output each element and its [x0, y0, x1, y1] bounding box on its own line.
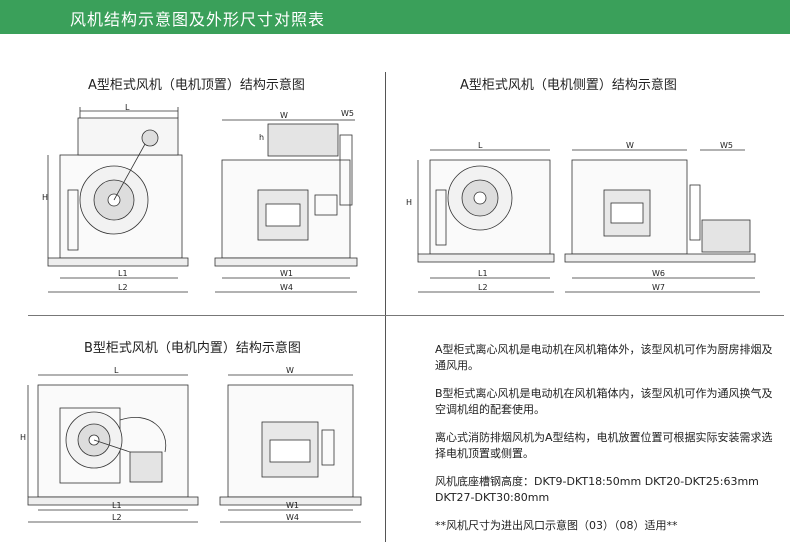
dim-W7-a-side: W7: [652, 283, 665, 292]
a-side-front-view: [564, 159, 756, 263]
note-b-type: B型柜式离心风机是电动机在风机箱体内，该型风机可作为通风换气及空调机组的配套使用…: [435, 387, 773, 416]
dim-W-a-side: W: [626, 141, 634, 150]
section-title-a-side: A型柜式风机（电机侧置）结构示意图: [460, 78, 677, 93]
dim-L-b-inner: L: [114, 366, 119, 375]
dim-L-a-top: L: [125, 103, 130, 112]
vertical-divider: [385, 72, 386, 542]
dim-H-a-top: H: [42, 193, 48, 202]
note-a-type: A型柜式离心风机是电动机在风机箱体外，该型风机可作为厨房排烟及通风用。: [435, 343, 773, 372]
a-side-side-view: [417, 159, 555, 263]
a-top-front-view: [214, 123, 358, 267]
dim-L2-b-inner: L2: [112, 513, 122, 522]
dim-h-a-top: h: [259, 133, 264, 142]
note-fire-exhaust: 离心式消防排烟风机为A型结构，电机放置位置可根据实际安装需求选择电机顶置或侧置。: [435, 431, 773, 460]
dim-W5-a-top: W5: [341, 109, 354, 118]
dim-W6-a-side: W6: [652, 269, 665, 278]
dim-W1-b-inner: W1: [286, 501, 299, 510]
dim-W-a-top: W: [280, 111, 288, 120]
dim-L2-a-top: L2: [118, 283, 128, 292]
dim-W5-a-side: W5: [720, 141, 733, 150]
dim-W1-a-top: W1: [280, 269, 293, 278]
dim-H-b-inner: H: [20, 433, 26, 442]
note-applicability: **风机尺寸为进出风口示意图（03）（08）适用**: [435, 519, 678, 532]
dim-W4-b-inner: W4: [286, 513, 299, 522]
dim-L1-a-top: L1: [118, 269, 128, 278]
a-top-side-view: [47, 117, 189, 267]
dim-W-b-inner: W: [286, 366, 294, 375]
dim-L1-b-inner: L1: [112, 501, 122, 510]
dim-L1-a-side: L1: [478, 269, 488, 278]
section-title-a-top: A型柜式风机（电机顶置）结构示意图: [88, 78, 305, 93]
b-inner-side-view: [27, 384, 199, 506]
page-header: 风机结构示意图及外形尺寸对照表: [0, 0, 790, 34]
notes-panel: A型柜式离心风机是电动机在风机箱体外，该型风机可作为厨房排烟及通风用。 B型柜式…: [435, 342, 775, 546]
page-title: 风机结构示意图及外形尺寸对照表: [70, 10, 326, 29]
dim-H-a-side: H: [406, 198, 412, 207]
dim-L-a-side: L: [478, 141, 483, 150]
note-base-height: 风机底座槽钢高度：DKT9-DKT18:50mm DKT20-DKT25:63m…: [435, 475, 759, 504]
b-inner-front-view: [219, 384, 362, 506]
horizontal-divider: [28, 315, 784, 316]
dim-W4-a-top: W4: [280, 283, 293, 292]
section-title-b-inner: B型柜式风机（电机内置）结构示意图: [84, 341, 301, 356]
dim-L2-a-side: L2: [478, 283, 488, 292]
